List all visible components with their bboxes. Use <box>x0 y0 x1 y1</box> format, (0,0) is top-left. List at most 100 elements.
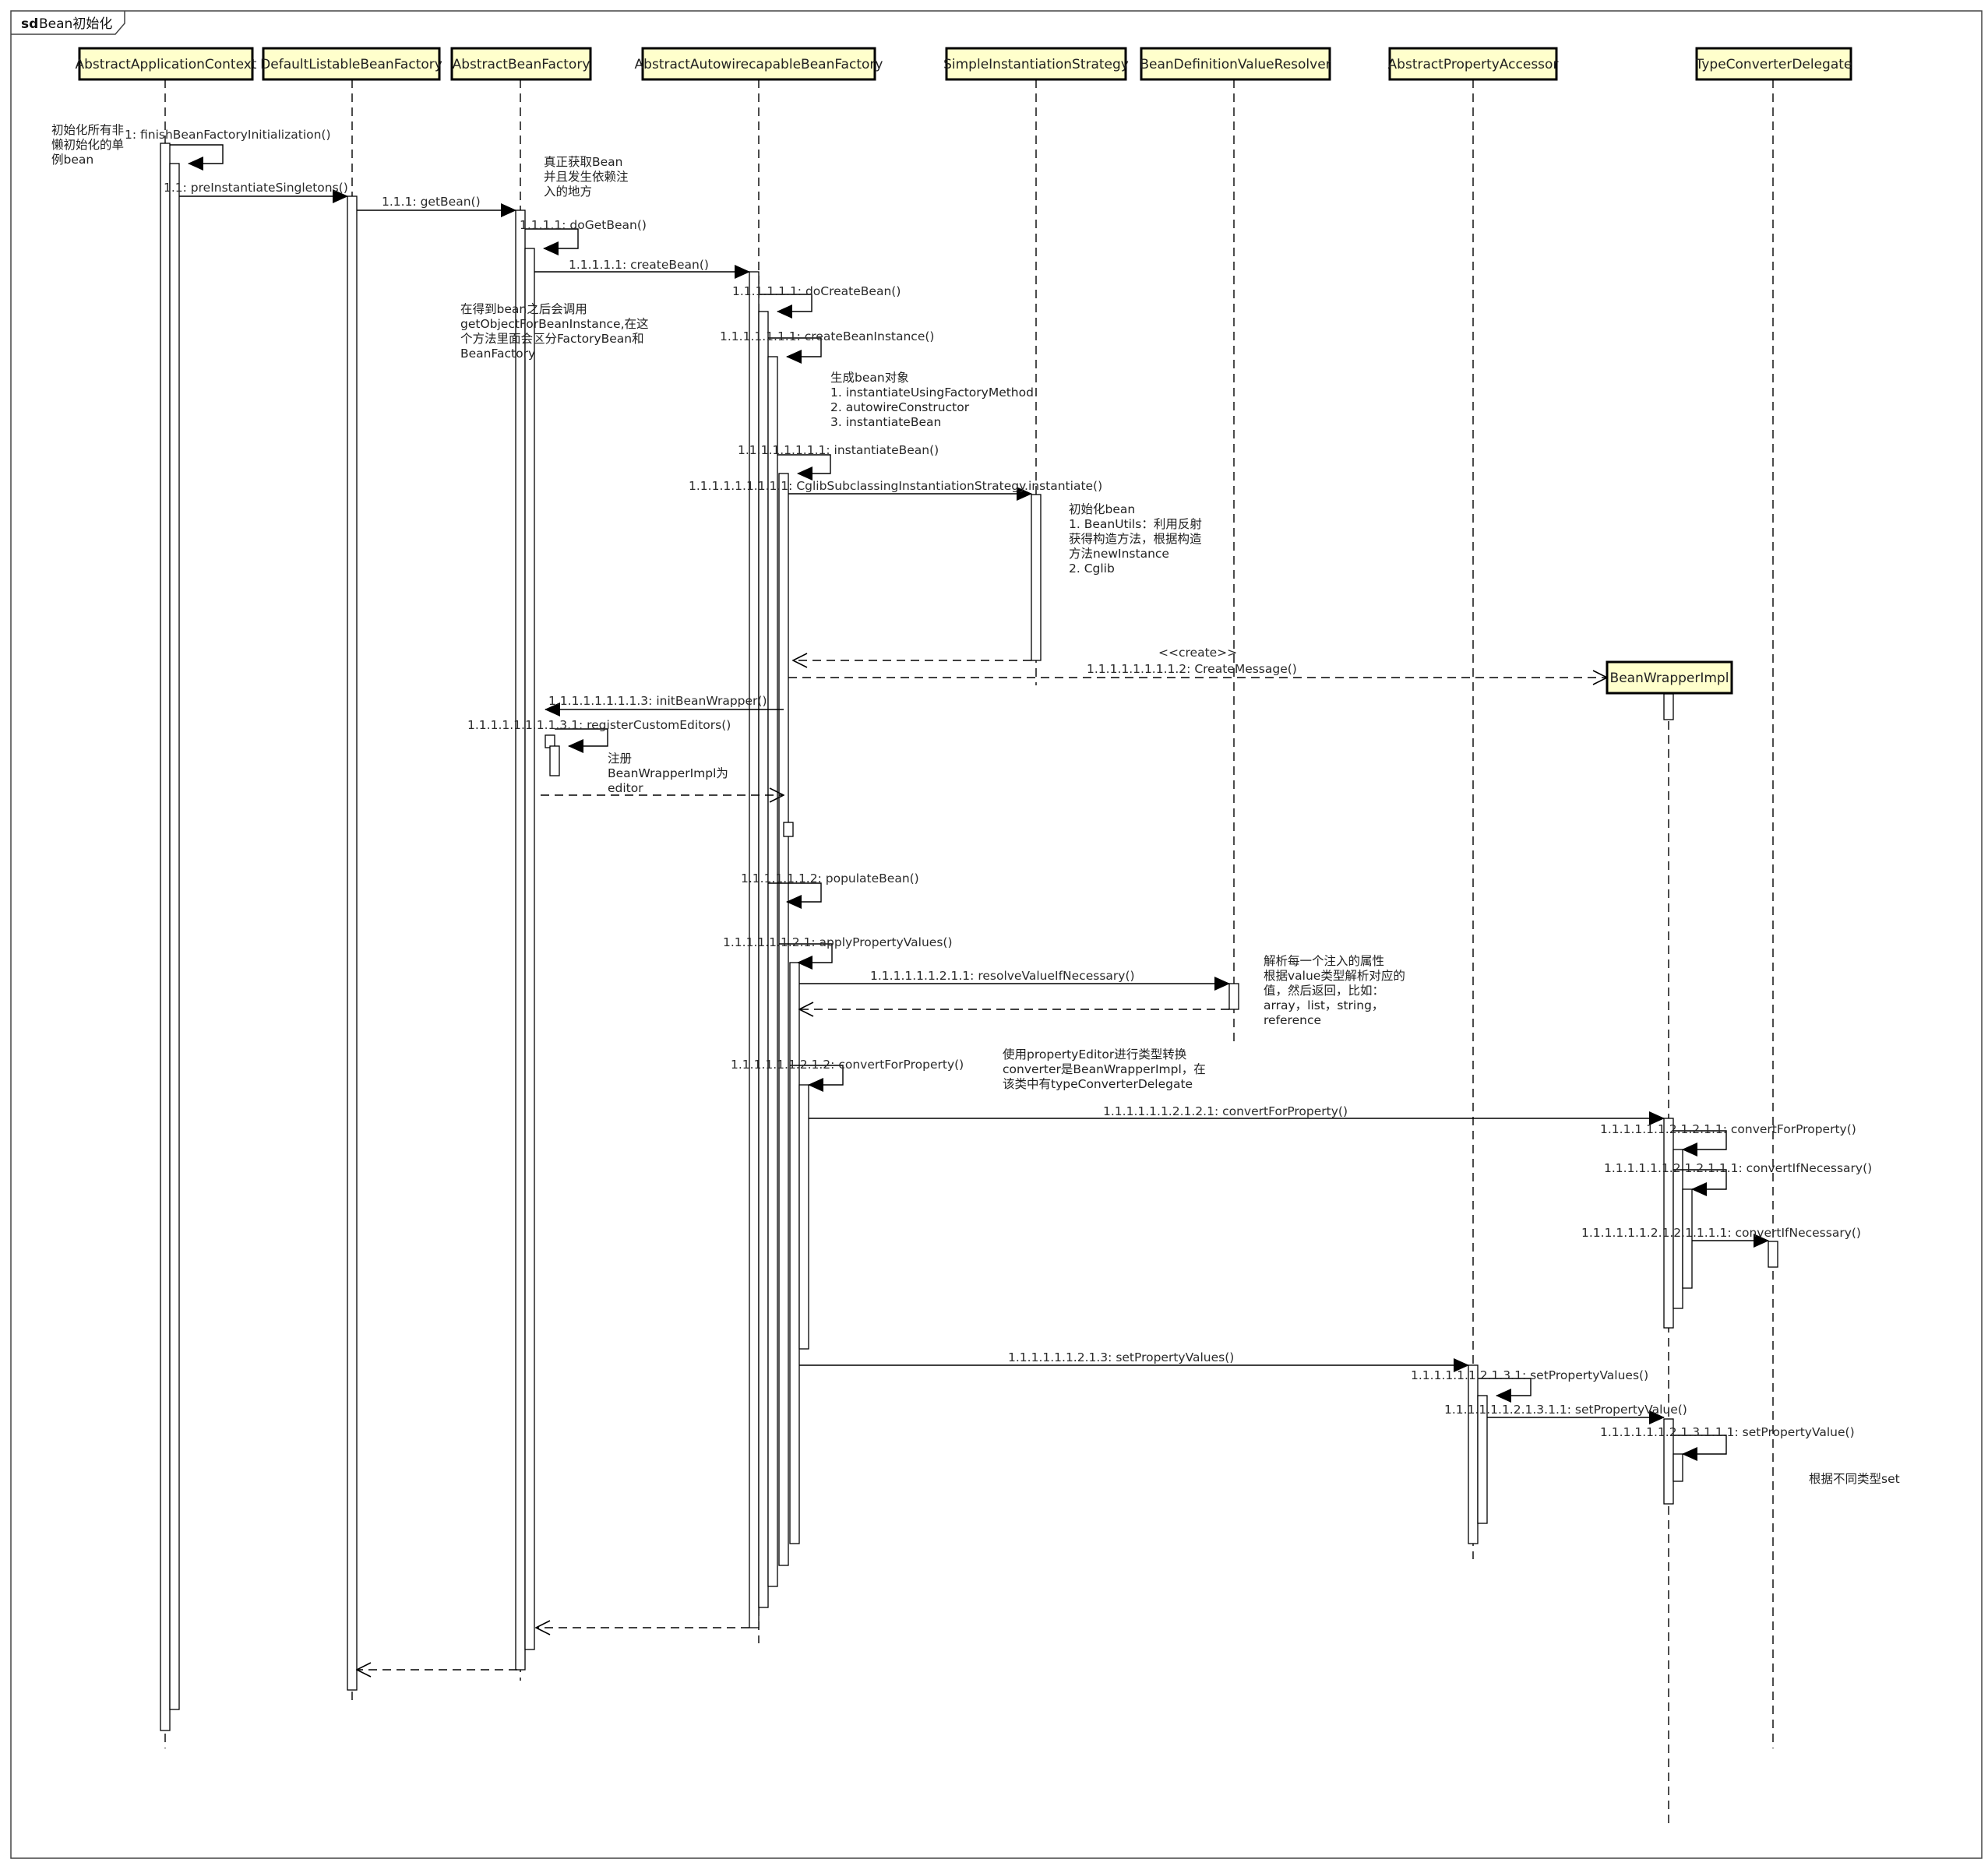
message-label: 1.1.1: getBean() <box>382 195 481 209</box>
lifeline-header[interactable] <box>1695 47 1852 81</box>
note-line: 方法newInstance <box>1069 547 1169 561</box>
message-label: 1.1.1.1.1.1.2.1.2.1: convertForProperty(… <box>1103 1104 1348 1118</box>
note-line: 例bean <box>51 153 93 167</box>
lifeline-apa: AbstractPropertyAccessor <box>1388 47 1559 1559</box>
lifeline-tcd: TypeConverterDelegate <box>1695 47 1852 1748</box>
lifeline-name: AbstractPropertyAccessor <box>1388 57 1559 72</box>
self-call-message: 1.1.1.1.1.1.2.1.2.1.1: convertForPropert… <box>1600 1122 1856 1157</box>
message-label: 1.1.1.1.1.1.2.1.2.1.1.1.1: convertIfNece… <box>1581 1226 1861 1240</box>
activation-bar <box>1682 1188 1693 1289</box>
lifeline-header[interactable] <box>262 47 441 81</box>
activation-bar <box>160 143 171 1731</box>
note-line: 真正获取Bean <box>544 155 623 169</box>
note-line: 初始化bean <box>1069 502 1135 516</box>
self-call-message: 1: finishBeanFactoryInitialization() <box>125 128 331 171</box>
frame-border <box>10 10 1983 1859</box>
lifeline-dlbf: DefaultListableBeanFactory <box>260 47 442 1702</box>
activation-bar <box>798 1084 809 1350</box>
message-label: 1.1.1.1.1.1.1.1.3.1: registerCustomEdito… <box>467 718 731 732</box>
note-line: 解析每一个注入的属性 <box>1264 954 1384 968</box>
activation-bar <box>1768 1241 1778 1268</box>
message-label: 1.1.1.1.1.1.1.1.3: initBeanWrapper() <box>548 694 767 708</box>
note-line: 懒初始化的单 <box>51 138 124 152</box>
lifeline-header[interactable] <box>450 47 592 81</box>
activation-bar <box>789 962 800 1544</box>
message-label: 1.1.1.1.1.1.2: populateBean() <box>741 871 919 885</box>
note-line: 1. instantiateUsingFactoryMethod <box>830 386 1034 400</box>
note-line: 1. BeanUtils：利用反射 <box>1069 517 1202 531</box>
message-label: 1.1.1.1.1.1.2.1.2: convertForProperty() <box>731 1058 964 1072</box>
self-call-message: 1.1.1.1.1.1.2.1.2: convertForProperty() <box>731 1058 964 1092</box>
note-line: BeanWrapperImpl为 <box>608 766 728 780</box>
message-arrow <box>777 454 831 481</box>
message-arrow <box>555 728 608 753</box>
note-line: 3. instantiateBean <box>830 415 941 429</box>
activation-bar <box>1673 1453 1683 1482</box>
message-arrow <box>1673 1169 1727 1196</box>
lifeline-header[interactable] <box>1140 47 1331 81</box>
message-label: 1.1.1.1.1.1.2.1.1: resolveValueIfNecessa… <box>870 969 1135 983</box>
call-message: 1.1.1: getBean() <box>357 195 516 217</box>
self-call-message: 1.1.1.1.1.1.2.1.3.1: setPropertyValues() <box>1411 1368 1648 1403</box>
frame-keyword: sd <box>21 16 38 32</box>
activation-bar <box>1468 1364 1479 1544</box>
sequence-frame: sd Bean初始化 <box>10 10 1983 1859</box>
note-line: converter是BeanWrapperImpl，在 <box>1003 1062 1206 1076</box>
self-call-message: 1.1.1.1.1.1.2.1: applyPropertyValues() <box>723 935 953 970</box>
note-line: 该类中有typeConverterDelegate <box>1003 1077 1193 1091</box>
message-arrow <box>1478 1378 1532 1403</box>
message-label: 1.1: preInstantiateSingletons() <box>164 181 348 195</box>
lifeline-header[interactable] <box>641 47 876 81</box>
call-message: 1.1.1.1.1.1.2.1.2.1.1.1.1: convertIfNece… <box>1581 1226 1861 1248</box>
note: 解析每一个注入的属性根据value类型解析对应的值，然后返回，比如：array，… <box>1264 954 1405 1027</box>
lifeline-name: AbstractApplicationContext <box>76 57 257 72</box>
lifeline-name: SimpleInstantiationStrategy <box>943 57 1129 72</box>
note-line: 根据不同类型set <box>1809 1472 1900 1486</box>
note-line: 根据value类型解析对应的 <box>1264 968 1405 983</box>
activation-bar <box>778 473 789 1566</box>
lifeline-header[interactable] <box>945 47 1127 81</box>
activation-bar <box>767 356 778 1587</box>
note-line: array，list，string， <box>1264 998 1383 1012</box>
lifeline-name: AbstractAutowirecapableBeanFactory <box>635 57 883 72</box>
lifeline-bdvr: BeanDefinitionValueResolver <box>1140 47 1331 1042</box>
call-message: 1.1.1.1.1.1.2.1.1: resolveValueIfNecessa… <box>799 969 1230 991</box>
self-call-message: 1.1.1.1.1.1.2.1.2.1.1.1: convertIfNecess… <box>1604 1161 1872 1196</box>
note-line: 值，然后返回，比如： <box>1264 984 1384 998</box>
message-label: 1.1.1.1.1.1.2.1.2.1.1: convertForPropert… <box>1600 1122 1856 1136</box>
self-call-message: 1.1.1.1.1.1.1.1.3.1: registerCustomEdito… <box>467 718 731 753</box>
lifeline-header[interactable] <box>1388 47 1558 81</box>
message-label: 1.1.1.1: doGetBean() <box>520 218 647 232</box>
note-line: BeanFactory <box>460 347 535 361</box>
lifeline-header[interactable] <box>78 47 254 81</box>
note-line: 2. autowireConstructor <box>830 400 970 414</box>
note-line: 使用propertyEditor进行类型转换 <box>1003 1047 1187 1062</box>
lifeline-name: TypeConverterDelegate <box>1695 57 1852 72</box>
note-line: 初始化所有非 <box>51 123 124 137</box>
message-arrow <box>779 943 833 970</box>
call-message: 1.1.1.1.1.1.1.1.3: initBeanWrapper() <box>545 694 784 716</box>
activation-bar <box>515 209 526 1671</box>
lifeline-name: BeanDefinitionValueResolver <box>1140 57 1331 72</box>
activation-bar <box>758 311 769 1608</box>
create-message: <<create>>1.1.1.1.1.1.1.1.2: CreateMessa… <box>788 646 1607 678</box>
frame-title-tab <box>11 11 125 35</box>
call-message: 1.1.1.1.1.1.1.1.1: CglibSubclassingInsta… <box>689 479 1102 501</box>
activation-bar <box>524 248 535 1650</box>
note-line: editor <box>608 781 643 795</box>
message-arrow <box>790 1065 844 1092</box>
message-arrow <box>170 144 224 171</box>
activation-bar <box>783 822 794 837</box>
message-arrow <box>768 882 822 909</box>
message-label: 1.1.1.1.1.1.2.1.3.1: setPropertyValues() <box>1411 1368 1648 1382</box>
activation-bar <box>549 745 560 776</box>
activation-bar <box>169 163 180 1710</box>
note-line: 并且发生依赖注 <box>544 170 629 184</box>
message-label: 1.1.1.1.1.1.2.1: applyPropertyValues() <box>723 935 953 949</box>
message-label: 1.1.1.1.1: createBean() <box>569 258 709 272</box>
message-label: 1.1.1.1.1.1.2.1.3.1.1: setPropertyValue(… <box>1444 1403 1687 1417</box>
